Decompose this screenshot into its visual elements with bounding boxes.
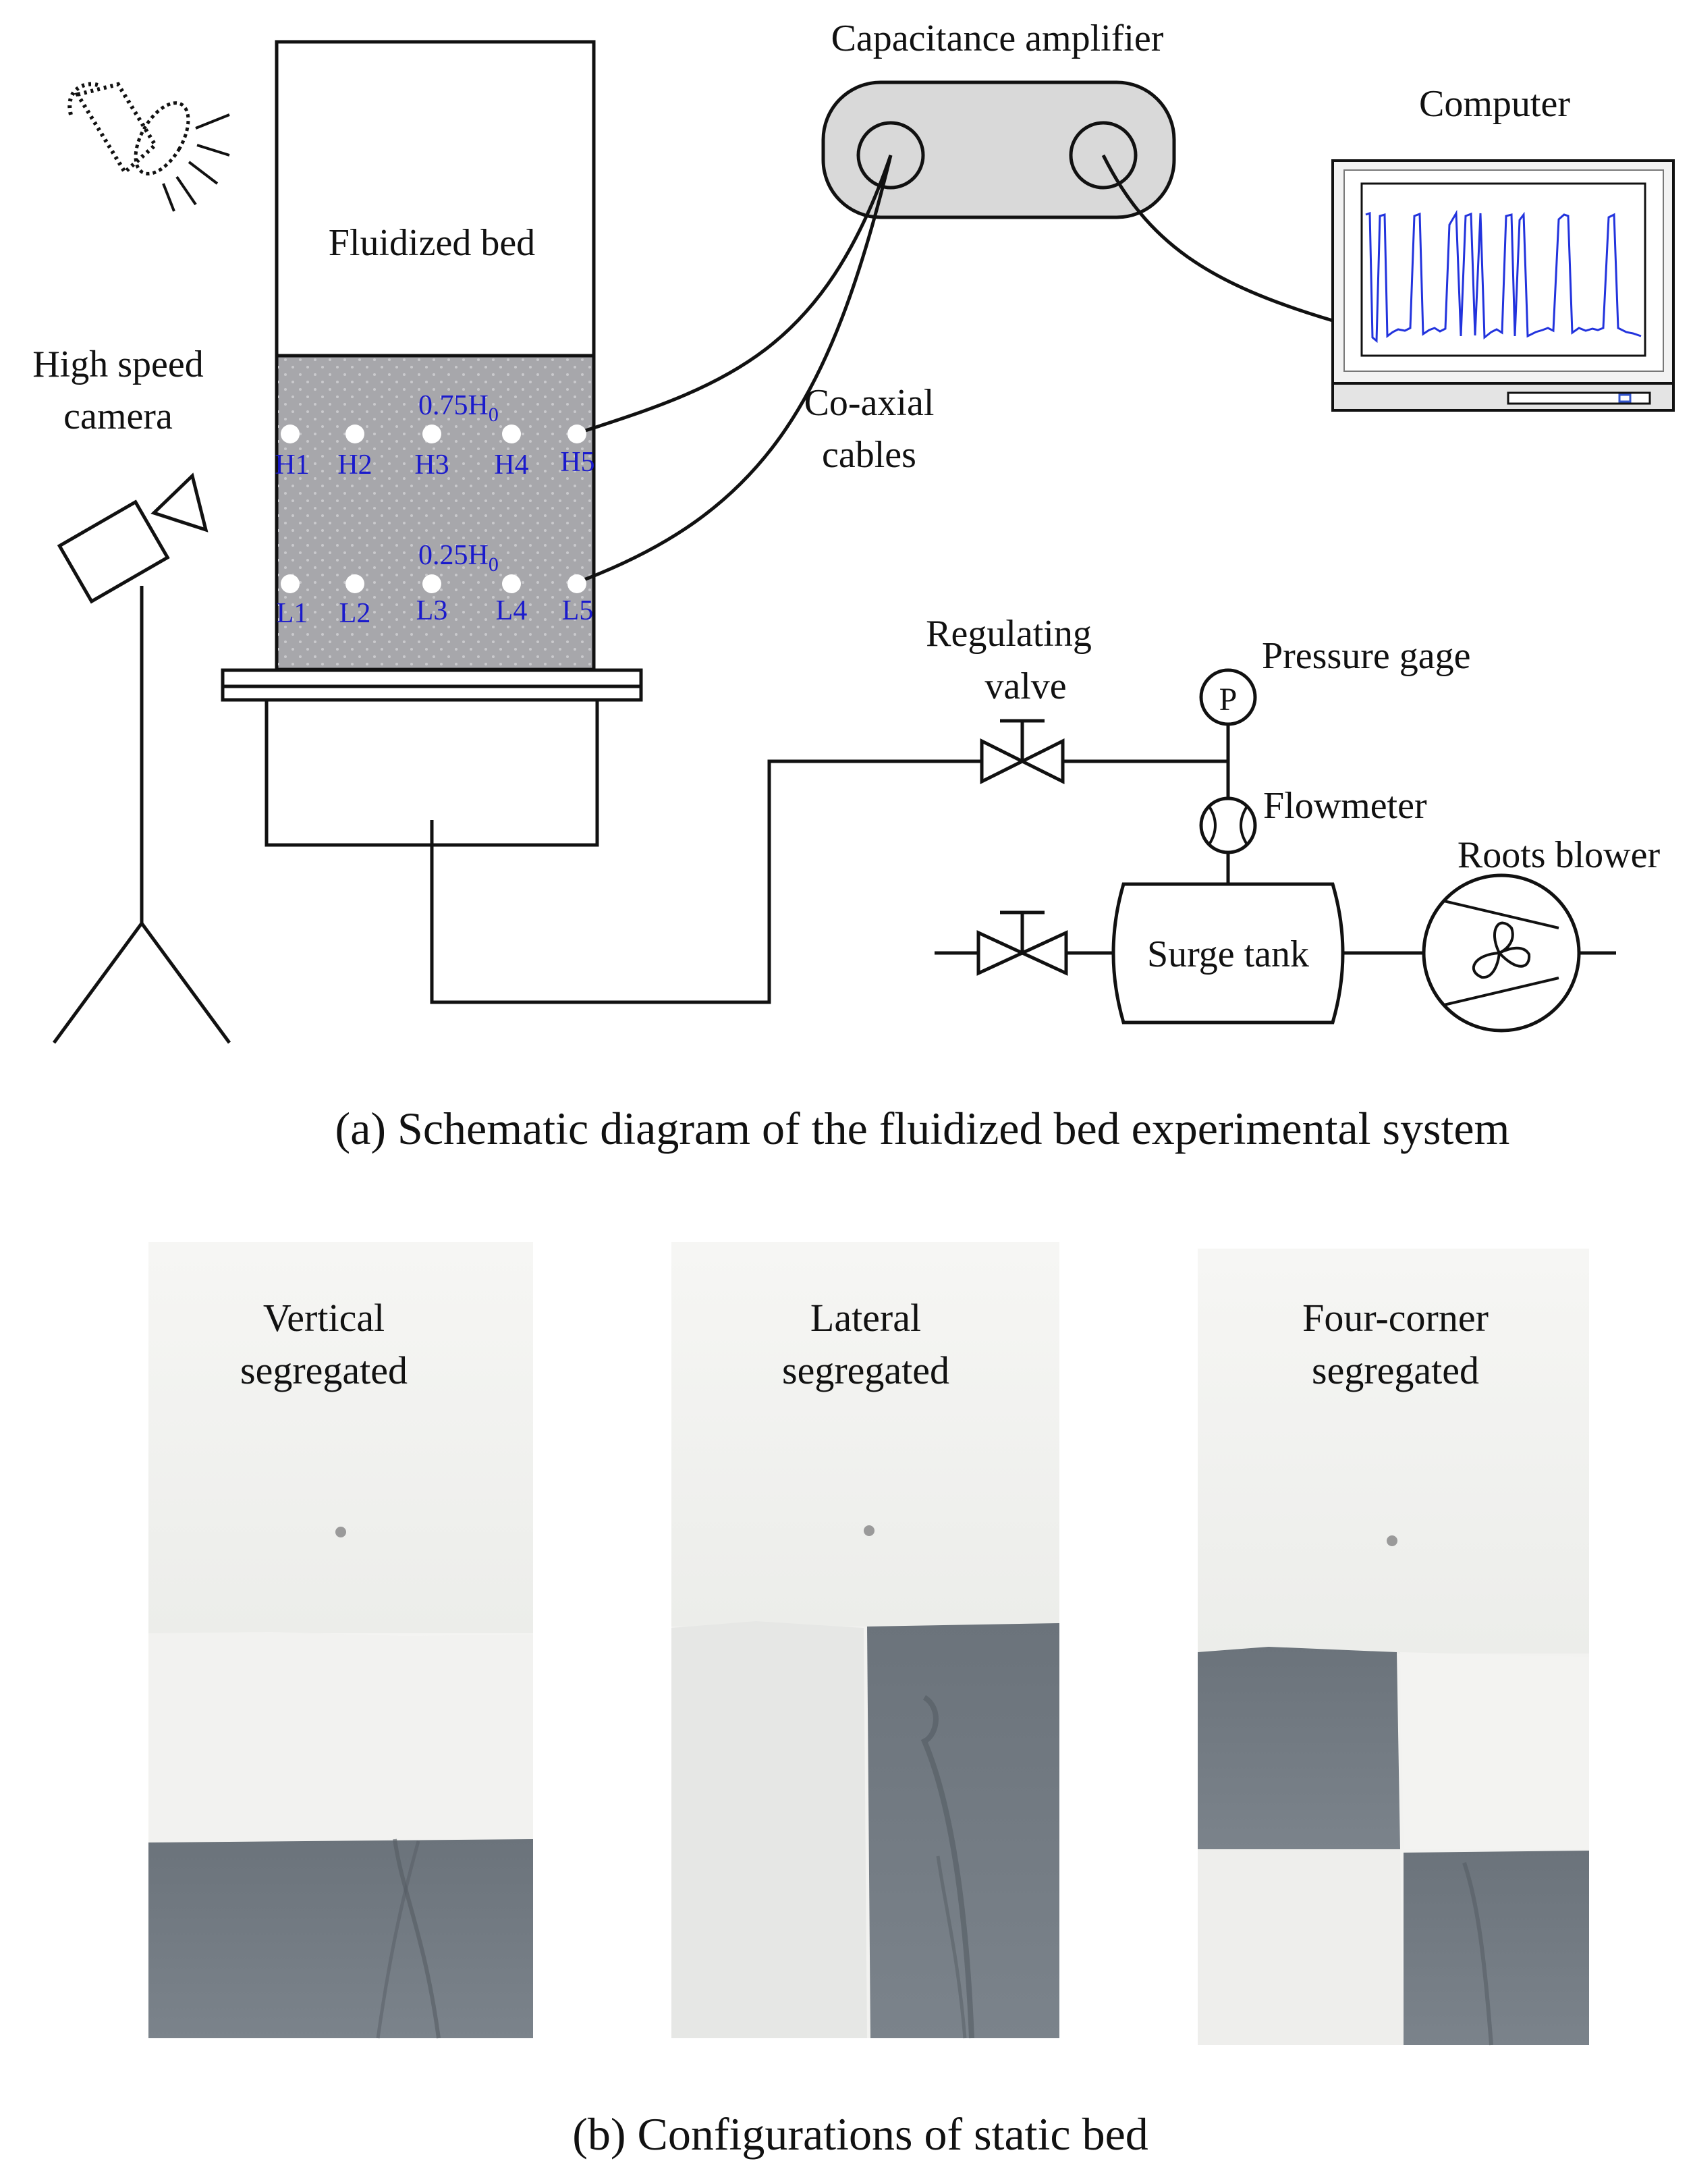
probe-label-l3: L3 [416, 595, 448, 626]
label-high-speed: High speed [32, 344, 204, 385]
label-roots-blower: Roots blower [1458, 834, 1661, 876]
capacitance-signal [1365, 209, 1642, 344]
photo-four-corner-segregated: Four-corner segregated [1198, 1249, 1589, 2046]
lamp-icon [67, 82, 230, 212]
probe-label-h3: H3 [414, 449, 449, 481]
probe-dot-l5 [567, 574, 586, 593]
surge-tank-icon [1111, 882, 1345, 1025]
label-height-upper: 0.75H0 [418, 390, 499, 426]
photo-vertical-segregated: Vertical segregated [148, 1242, 533, 2039]
photo-four-corner-line2: segregated [1312, 1348, 1479, 1392]
coaxial-cable-upper [576, 155, 893, 435]
probe-label-l1: L1 [277, 598, 308, 629]
height-lower-base: 0.25H [418, 540, 489, 571]
label-flowmeter: Flowmeter [1263, 785, 1427, 827]
discharge-valve-icon [976, 910, 1068, 976]
label-height-lower: 0.25H0 [418, 540, 499, 576]
photo-lateral-segregated: Lateral segregated [671, 1242, 1059, 2039]
label-regulating: Regulating [926, 613, 1092, 655]
probe-dot-h2 [345, 425, 364, 443]
probe-label-h4: H4 [494, 449, 528, 481]
schematic-diagram [52, 40, 1675, 1044]
distributor-plate-lower [221, 684, 643, 702]
photo-four-corner-line1: Four-corner [1302, 1296, 1489, 1340]
regulating-valve-icon [980, 719, 1065, 785]
photo-lateral-line2: segregated [782, 1348, 949, 1392]
photo-lateral-line1: Lateral [810, 1296, 921, 1340]
caption-schematic: (a) Schematic diagram of the fluidized b… [335, 1103, 1510, 1154]
probe-dot-l4 [502, 574, 521, 593]
distributor-plate [221, 668, 643, 688]
probe-dot-h1 [281, 425, 300, 443]
probe-dot-h4 [502, 425, 521, 443]
label-cables: cables [822, 434, 916, 476]
label-coaxial: Co-axial [804, 382, 935, 424]
probe-dots-upper [281, 425, 586, 443]
probe-label-l4: L4 [496, 595, 528, 626]
probe-label-l2: L2 [339, 598, 371, 629]
label-computer: Computer [1419, 83, 1570, 125]
caption-photos: (b) Configurations of static bed [572, 2108, 1148, 2160]
probe-label-h5: H5 [560, 447, 594, 478]
particle-bed-texture [278, 357, 592, 668]
photo-vertical-line2: segregated [240, 1348, 408, 1392]
height-upper-base: 0.75H [418, 390, 489, 421]
probe-label-h1: H1 [275, 449, 309, 481]
probe-dot-l2 [345, 574, 364, 593]
label-pressure-symbol: P [1219, 682, 1238, 717]
probe-dot-h5 [567, 425, 586, 443]
probe-dot-h3 [422, 425, 441, 443]
height-upper-sub: 0 [489, 404, 499, 426]
probe-labels-lower: L1 L2 L3 L4 L5 [277, 595, 594, 629]
computer-monitor [1331, 159, 1675, 412]
schematic-labels: Capacitance amplifier Computer Fluidized… [32, 18, 1660, 1154]
air-pipe [430, 759, 982, 1004]
probe-dot-l1 [281, 574, 300, 593]
label-valve: valve [984, 665, 1066, 707]
flowmeter-icon [1199, 796, 1257, 854]
label-capacitance-amplifier: Capacitance amplifier [831, 18, 1164, 59]
coaxial-cable-lower [576, 155, 893, 584]
probe-dot-l3 [422, 574, 441, 593]
roots-blower-icon [1422, 873, 1581, 1033]
label-fluidized-bed: Fluidized bed [329, 222, 535, 264]
label-pressure-gage: Pressure gage [1262, 635, 1470, 677]
probe-labels-upper: H1 H2 H3 H4 H5 [275, 447, 594, 481]
photo-vertical-line1: Vertical [263, 1296, 385, 1340]
height-lower-sub: 0 [489, 553, 499, 576]
fluidized-bed-column [275, 40, 596, 358]
probe-label-h2: H2 [337, 449, 372, 481]
computer-cable [1101, 154, 1333, 323]
high-speed-camera-icon [52, 472, 231, 1044]
probe-label-l5: L5 [562, 595, 594, 626]
label-camera: camera [63, 395, 173, 437]
pressure-gage-icon [1199, 668, 1257, 726]
label-surge-tank: Surge tank [1147, 933, 1309, 975]
probe-dots-lower [281, 574, 586, 593]
